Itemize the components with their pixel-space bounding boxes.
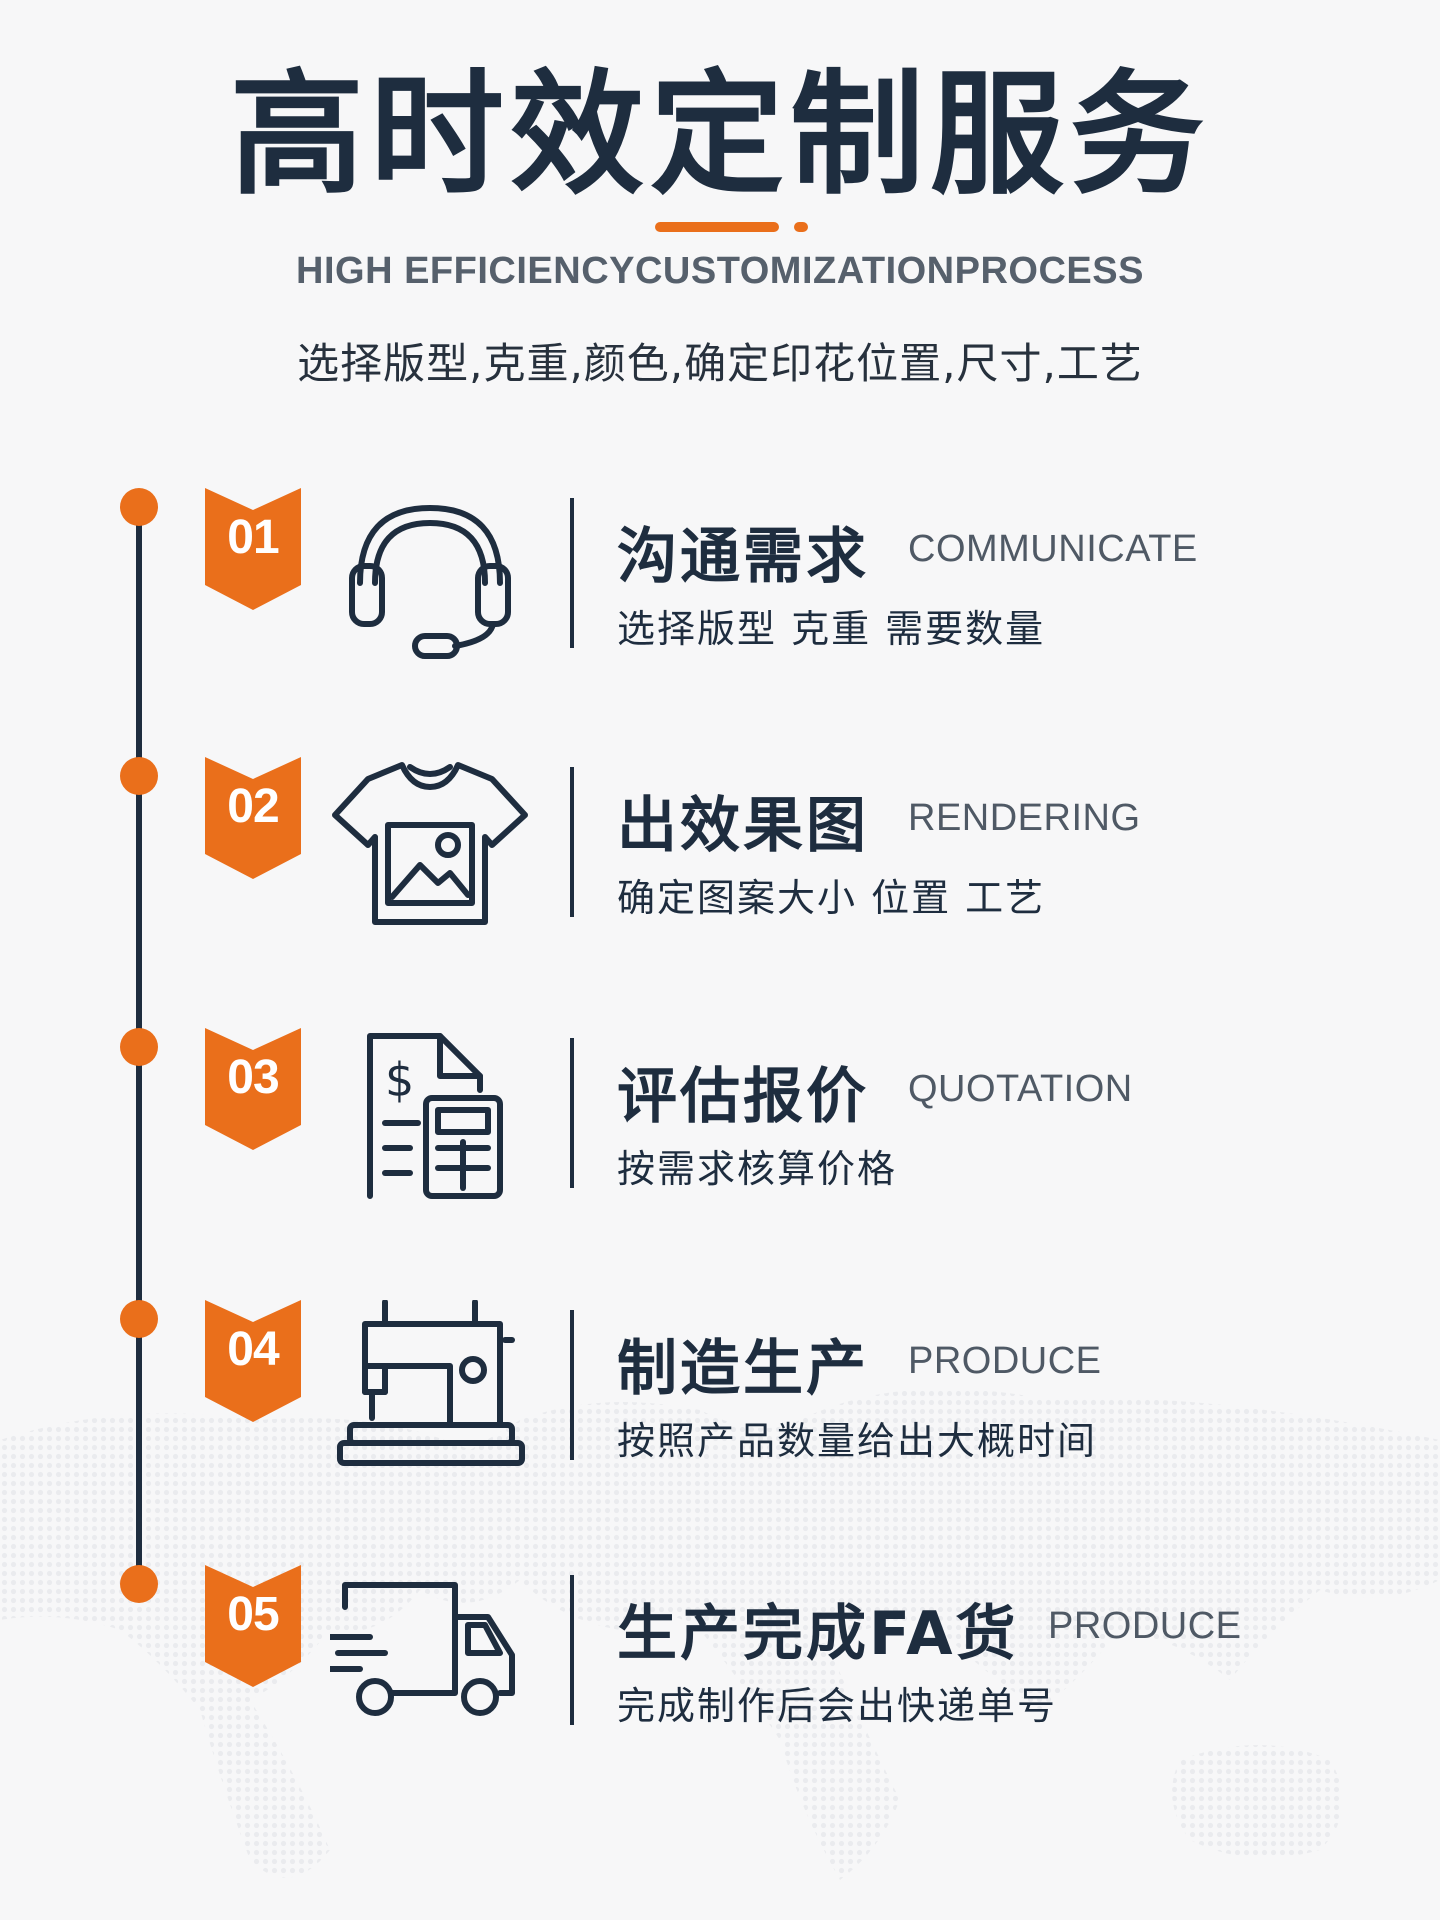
timeline-dot — [120, 757, 158, 795]
step-3: 03 $ 评估报价 QUOTATION 按需求核算价格 — [0, 1028, 1440, 1228]
step-description: 完成制作后会出快递单号 — [617, 1684, 1058, 1728]
step-divider — [570, 1310, 574, 1460]
invoice-calculator-icon: $ — [367, 1033, 503, 1199]
timeline-dot — [120, 488, 158, 526]
step-number: 01 — [227, 511, 279, 564]
title-underline-dot — [794, 222, 808, 232]
page-title: 高时效定制服务 — [229, 57, 1210, 213]
step-title: 沟通需求 — [617, 522, 869, 592]
step-description: 按照产品数量给出大概时间 — [617, 1419, 1098, 1463]
svg-text:$: $ — [385, 1053, 414, 1107]
step-number: 03 — [227, 1051, 279, 1104]
step-number: 02 — [227, 780, 279, 833]
step-title: 评估报价 — [617, 1062, 869, 1132]
tshirt-image-icon — [332, 762, 528, 925]
delivery-truck-icon — [330, 1582, 515, 1716]
timeline-dot — [120, 1028, 158, 1066]
step-description: 确定图案大小 位置 工艺 — [617, 876, 1046, 920]
step-number: 04 — [227, 1323, 279, 1376]
world-map-background — [0, 1388, 1440, 1880]
step-divider — [570, 498, 574, 648]
step-badge — [205, 757, 301, 879]
step-number: 05 — [227, 1588, 279, 1641]
step-divider — [570, 767, 574, 917]
subtitle-chinese: 选择版型,克重,颜色,确定印花位置,尺寸,工艺 — [297, 339, 1143, 388]
step-title-english: PRODUCE — [908, 1340, 1102, 1382]
step-title-english: PRODUCE — [1048, 1605, 1242, 1647]
step-1: 01 沟通需求 COMMUNICATE 选择版型 克重 需要数量 — [0, 488, 1440, 688]
step-title: 生产完成FA货 — [617, 1599, 1019, 1669]
step-badge — [205, 1028, 301, 1150]
step-2: 02 出效果图 RENDERING 确定图案大小 位置 工艺 — [0, 757, 1440, 957]
step-description: 选择版型 克重 需要数量 — [617, 607, 1046, 651]
sewing-machine-icon — [337, 1300, 525, 1466]
step-badge — [205, 488, 301, 610]
step-title-english: COMMUNICATE — [908, 528, 1198, 570]
timeline-dot — [120, 1565, 158, 1603]
subtitle-english: HIGH EFFICIENCYCUSTOMIZATIONPROCESS — [296, 250, 1144, 292]
step-title-english: RENDERING — [908, 797, 1141, 839]
step-divider — [570, 1575, 574, 1725]
title-underline — [655, 222, 779, 232]
step-description: 按需求核算价格 — [617, 1147, 898, 1191]
step-title: 制造生产 — [617, 1334, 869, 1404]
step-title-english: QUOTATION — [908, 1068, 1133, 1110]
step-title: 出效果图 — [617, 791, 869, 861]
step-4: 04 制造生产 PRODUCE 按照产品数量给出大概时间 — [0, 1300, 1440, 1500]
step-divider — [570, 1038, 574, 1188]
timeline-dot — [120, 1300, 158, 1338]
step-5: 05 生产完成FA货 PRODUCE 完成制作后会出快递单号 — [0, 1565, 1440, 1765]
step-badge — [205, 1300, 301, 1422]
headset-icon — [349, 505, 511, 659]
step-badge — [205, 1565, 301, 1687]
